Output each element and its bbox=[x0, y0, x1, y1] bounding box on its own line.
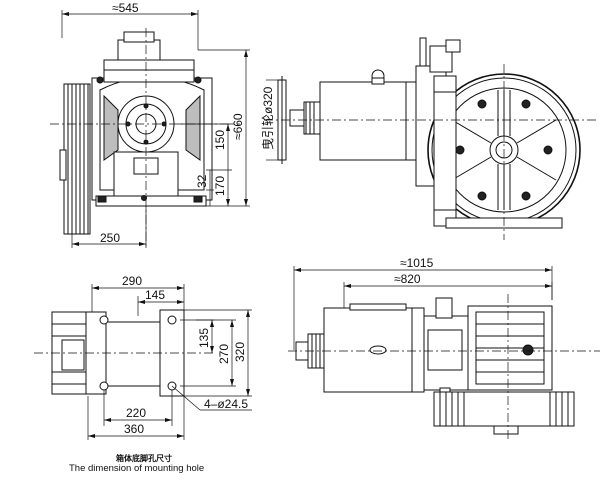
front-view: ≈545 bbox=[50, 1, 250, 248]
dim-32: 32 bbox=[195, 174, 209, 188]
dim-270: 270 bbox=[217, 344, 231, 364]
plan-view: 290 145 320 270 bbox=[34, 274, 252, 474]
dim-width-545: ≈545 bbox=[112, 1, 139, 15]
dim-145: 145 bbox=[145, 288, 165, 302]
top-view: ≈1015 ≈820 bbox=[288, 256, 600, 440]
dim-motor-820: ≈820 bbox=[394, 272, 421, 286]
dim-135: 135 bbox=[197, 328, 211, 348]
side-view: 曳引轮ø320 bbox=[261, 37, 598, 240]
dim-170: 170 bbox=[213, 176, 227, 196]
dim-360: 360 bbox=[124, 422, 144, 436]
mounting-holes-label: 4–ø24.5 bbox=[204, 397, 248, 411]
dim-height-660: ≈660 bbox=[231, 113, 245, 140]
dim-150: 150 bbox=[213, 130, 227, 150]
caption-chinese: 箱体底脚孔尺寸 bbox=[116, 453, 172, 463]
sheave-diameter-320: 曳引轮ø320 bbox=[261, 86, 275, 150]
dim-290: 290 bbox=[122, 274, 142, 288]
dim-overall-1015: ≈1015 bbox=[400, 256, 434, 270]
dim-320: 320 bbox=[233, 342, 247, 362]
dim-220: 220 bbox=[126, 406, 146, 420]
caption-english: The dimension of mounting hole bbox=[69, 463, 204, 474]
dim-250: 250 bbox=[100, 231, 120, 245]
